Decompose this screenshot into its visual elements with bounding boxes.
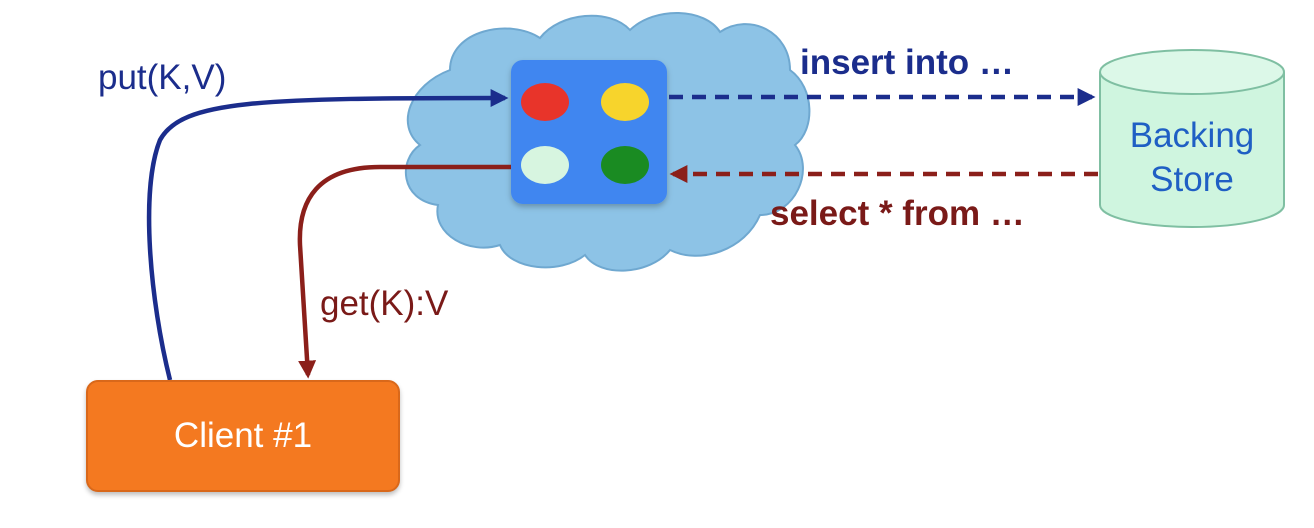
put-label: put(K,V) <box>98 58 227 97</box>
client-box: Client #1 <box>86 380 400 492</box>
get-arrow <box>297 164 511 379</box>
put-arrow <box>146 89 509 381</box>
backing-store-label: Backing Store <box>1100 114 1284 202</box>
cache-entry-red <box>521 83 569 121</box>
select-label: select * from … <box>770 194 1025 233</box>
database-icon <box>1099 49 1285 228</box>
client-label: Client #1 <box>173 416 313 455</box>
backing-store-line2: Store <box>1150 160 1234 199</box>
backing-store-line1: Backing <box>1129 116 1255 155</box>
get-label: get(K):V <box>320 284 449 323</box>
cache-entry-yellow <box>601 83 649 121</box>
cache-entry-mint <box>521 146 569 184</box>
cache-box <box>511 60 667 204</box>
cache-entry-green <box>601 146 649 184</box>
insert-label: insert into … <box>800 43 1014 82</box>
